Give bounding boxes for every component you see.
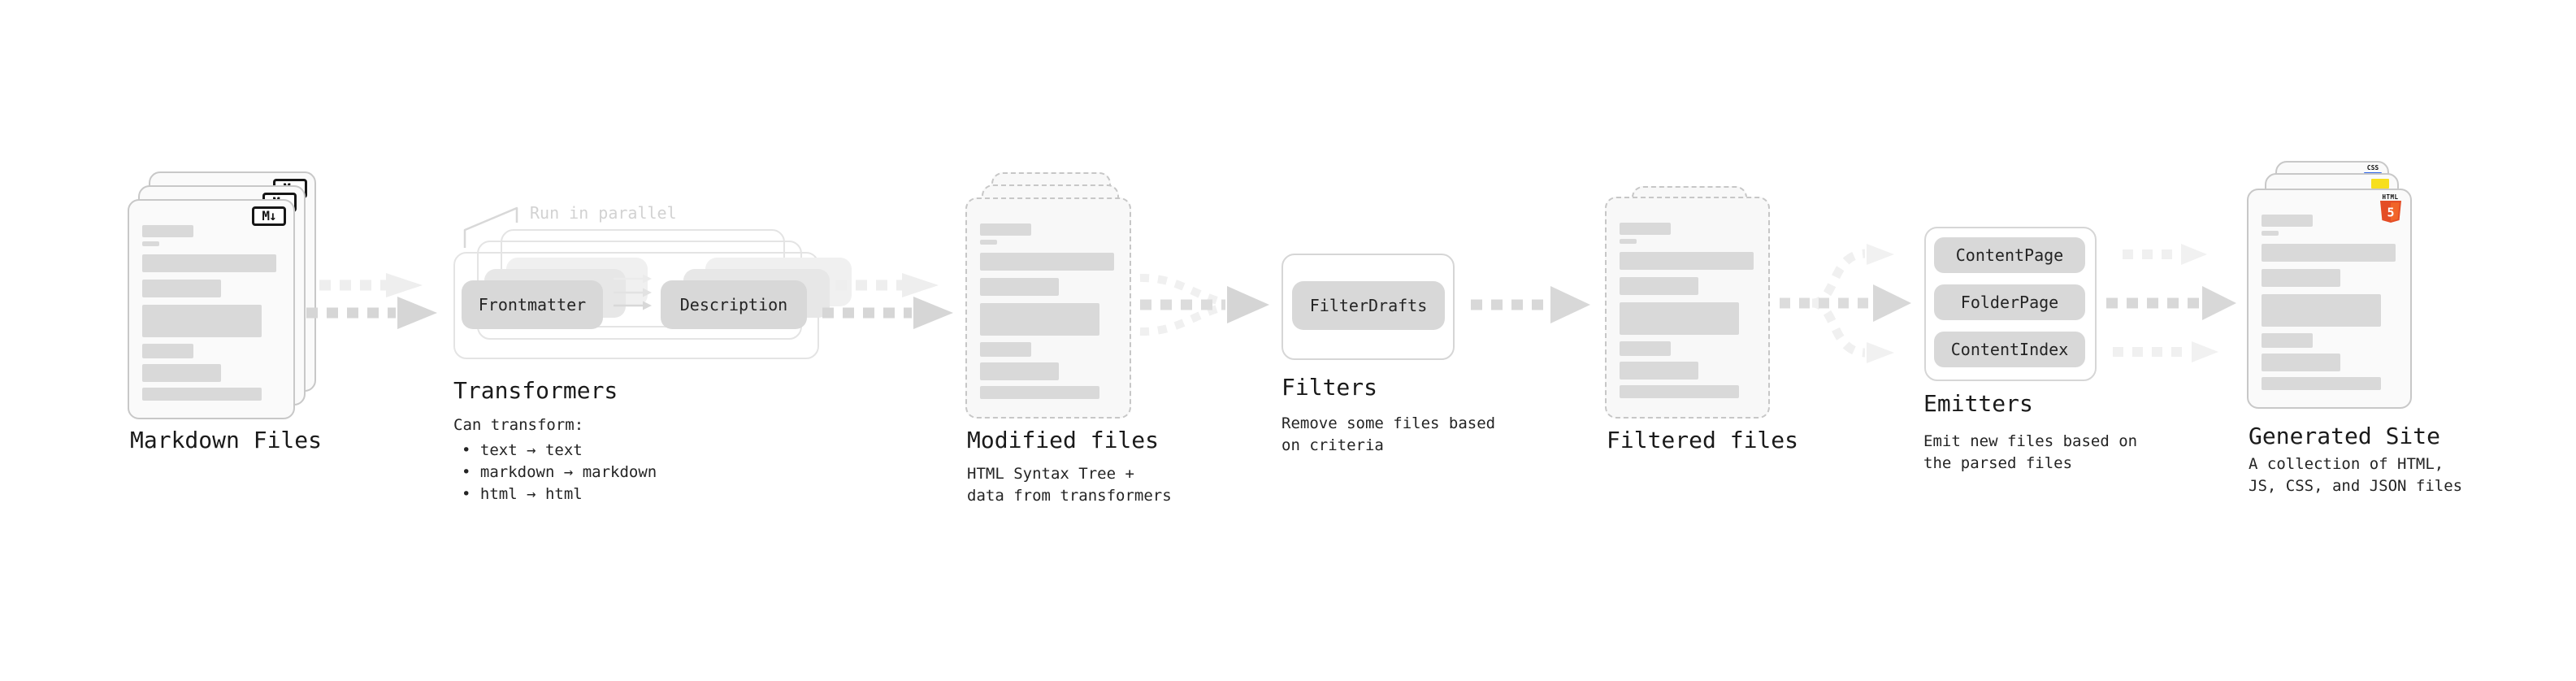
- html5-shield: 5: [2379, 201, 2401, 223]
- text-line-placeholder: [980, 278, 1059, 296]
- text-line-placeholder: [142, 305, 262, 337]
- svg-text:5: 5: [2387, 206, 2394, 220]
- markdown-logo-icon: M↓: [252, 206, 286, 226]
- html5-logo-word: HTML: [2382, 193, 2399, 201]
- text-line-placeholder: [2262, 269, 2340, 287]
- text-line-placeholder: [142, 225, 193, 237]
- flow-arrow-filters-to-filtered: [1471, 286, 1590, 323]
- flow-arrow-filtered-to-emitters: [1780, 244, 1911, 363]
- document-placeholder-lines: [2249, 190, 2410, 407]
- desc-line: Emit new files based on: [1923, 432, 2138, 450]
- emitters-description: Emit new files based on the parsed files: [1923, 431, 2137, 475]
- generated-html-file-card: HTML 5: [2247, 189, 2412, 409]
- generated-site-label: Generated Site: [2249, 423, 2441, 449]
- transformers-description: Can transform: • text → text • markdown …: [453, 414, 657, 505]
- transform-bullet: • markdown → markdown: [462, 463, 657, 481]
- text-line-placeholder: [2262, 354, 2340, 371]
- text-line-placeholder: [1620, 252, 1754, 270]
- text-line-placeholder: [980, 362, 1059, 380]
- text-line-placeholder: [1620, 341, 1671, 356]
- filters-description: Remove some files based on criteria: [1281, 413, 1495, 457]
- text-line-placeholder: [142, 388, 262, 401]
- text-line-placeholder: [142, 280, 221, 297]
- text-line-placeholder: [1620, 239, 1637, 244]
- text-line-placeholder: [1620, 302, 1739, 335]
- text-line-placeholder: [142, 344, 193, 358]
- flow-arrow-emitters-to-generated: [2106, 244, 2236, 362]
- description-transformer-pill: Description: [661, 280, 807, 329]
- text-line-placeholder: [980, 386, 1099, 399]
- desc-line: JS, CSS, and JSON files: [2249, 477, 2463, 495]
- desc-line: Remove some files based: [1281, 414, 1496, 432]
- desc-line: data from transformers: [967, 487, 1172, 505]
- transform-step-arrow: [614, 274, 652, 284]
- transform-step-arrow: [614, 301, 652, 310]
- html5-logo-icon: HTML 5: [2379, 193, 2401, 226]
- text-line-placeholder: [2262, 215, 2313, 227]
- text-line-placeholder: [142, 364, 221, 382]
- text-line-placeholder: [980, 223, 1031, 236]
- text-line-placeholder: [2262, 377, 2381, 390]
- emitters-heading: Emitters: [1923, 390, 2033, 417]
- filtered-file-card-front: [1605, 197, 1770, 419]
- text-line-placeholder: [980, 303, 1099, 336]
- text-line-placeholder: [980, 253, 1114, 271]
- transform-bullet: • html → html: [462, 485, 583, 503]
- frontmatter-transformer-pill: Frontmatter: [462, 280, 603, 329]
- css-logo-word: CSS: [2366, 164, 2379, 171]
- modified-files-description: HTML Syntax Tree + data from transformer…: [967, 463, 1172, 507]
- text-line-placeholder: [1620, 362, 1698, 380]
- text-line-placeholder: [1620, 277, 1698, 295]
- folderpage-emitter-pill: FolderPage: [1934, 284, 2085, 320]
- text-line-placeholder: [142, 241, 159, 246]
- text-line-placeholder: [980, 240, 997, 245]
- desc-line: on criteria: [1281, 436, 1384, 454]
- flow-arrow-markdown-to-transformers: [306, 273, 437, 329]
- can-transform-title: Can transform:: [453, 416, 584, 434]
- document-placeholder-lines: [1607, 198, 1768, 417]
- annotation-leader-line: [463, 206, 518, 248]
- text-line-placeholder: [1620, 223, 1671, 235]
- contentindex-emitter-pill: ContentIndex: [1934, 332, 2085, 367]
- document-placeholder-lines: [967, 199, 1130, 417]
- transform-step-arrow: [614, 288, 652, 297]
- text-line-placeholder: [980, 342, 1031, 357]
- transform-bullet: • text → text: [462, 441, 583, 459]
- text-line-placeholder: [2262, 294, 2381, 327]
- contentpage-emitter-pill: ContentPage: [1934, 237, 2085, 273]
- text-line-placeholder: [1620, 385, 1739, 398]
- modified-file-card-front: [965, 197, 1131, 419]
- flow-arrow-modified-to-filters: [1139, 273, 1269, 336]
- flow-arrow-transformers-to-modified: [822, 273, 953, 329]
- text-line-placeholder: [2262, 231, 2279, 236]
- transformers-heading: Transformers: [453, 377, 618, 404]
- markdown-files-label: Markdown Files: [130, 427, 323, 453]
- filters-heading: Filters: [1281, 374, 1378, 401]
- filtered-files-label: Filtered files: [1607, 427, 1799, 453]
- filterdrafts-pill: FilterDrafts: [1292, 281, 1445, 330]
- document-placeholder-lines: [129, 201, 293, 418]
- markdown-file-card-front: M↓: [128, 199, 295, 419]
- run-in-parallel-annotation: Run in parallel: [530, 203, 677, 223]
- text-line-placeholder: [142, 254, 276, 272]
- generated-site-description: A collection of HTML, JS, CSS, and JSON …: [2249, 453, 2462, 497]
- text-line-placeholder: [2262, 333, 2313, 348]
- desc-line: the parsed files: [1923, 454, 2073, 472]
- text-line-placeholder: [2262, 244, 2396, 262]
- desc-line: A collection of HTML,: [2249, 455, 2444, 473]
- modified-files-label: Modified files: [967, 427, 1160, 453]
- javascript-logo-icon: [2371, 179, 2389, 189]
- desc-line: HTML Syntax Tree +: [967, 465, 1134, 483]
